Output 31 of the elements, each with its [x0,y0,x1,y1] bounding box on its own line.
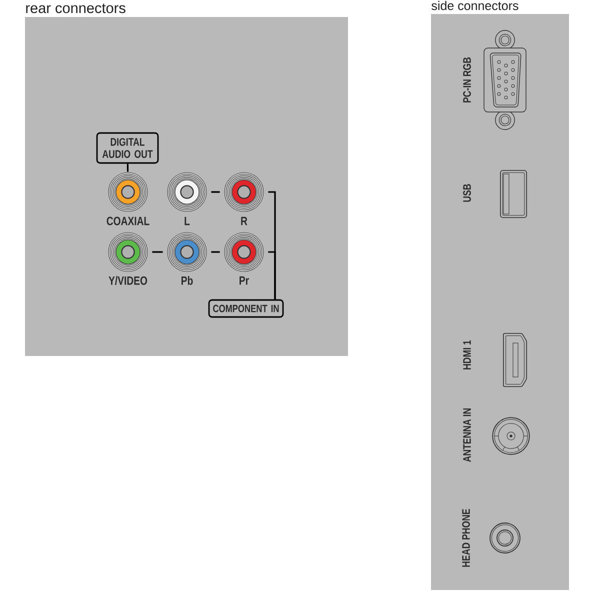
panel-heading: side connectors [432,0,518,10]
hdmi-port [503,333,527,387]
connector-label: L [184,216,190,226]
rca-jack [108,172,148,212]
connector-label: Y/VIDEO [108,276,148,285]
connector-label: R [241,216,248,226]
headphone-jack [490,522,520,554]
usb-port [500,170,527,218]
rca-jack [167,232,207,272]
rca-jack [108,232,148,272]
bracket-line [268,251,276,300]
connector-label: USB [463,184,471,202]
coaxial-jack [492,417,530,455]
connector-label: HDMI 1 [463,340,471,370]
connector-label: Pb [182,276,193,285]
connector-label: PC-IN RGB [463,57,471,102]
rca-jack [224,232,264,272]
label-box: DIGITAL AUDIO OUT [96,132,159,164]
rca-jack [167,172,207,212]
connecting-line [211,191,220,193]
connector-label: Pr [240,276,249,285]
connector-label: HEAD PHONE [462,509,470,567]
rca-jack [224,172,264,212]
connecting-line [211,251,220,253]
connecting-line [152,251,163,253]
vga-port [484,30,526,130]
panel-heading: rear connectors [26,4,126,14]
label-box: COMPONENT IN [208,299,284,318]
connector-label: COAXIAL [106,216,150,226]
leader-line [126,164,129,172]
connector-label: ANTENNA IN [463,408,471,462]
